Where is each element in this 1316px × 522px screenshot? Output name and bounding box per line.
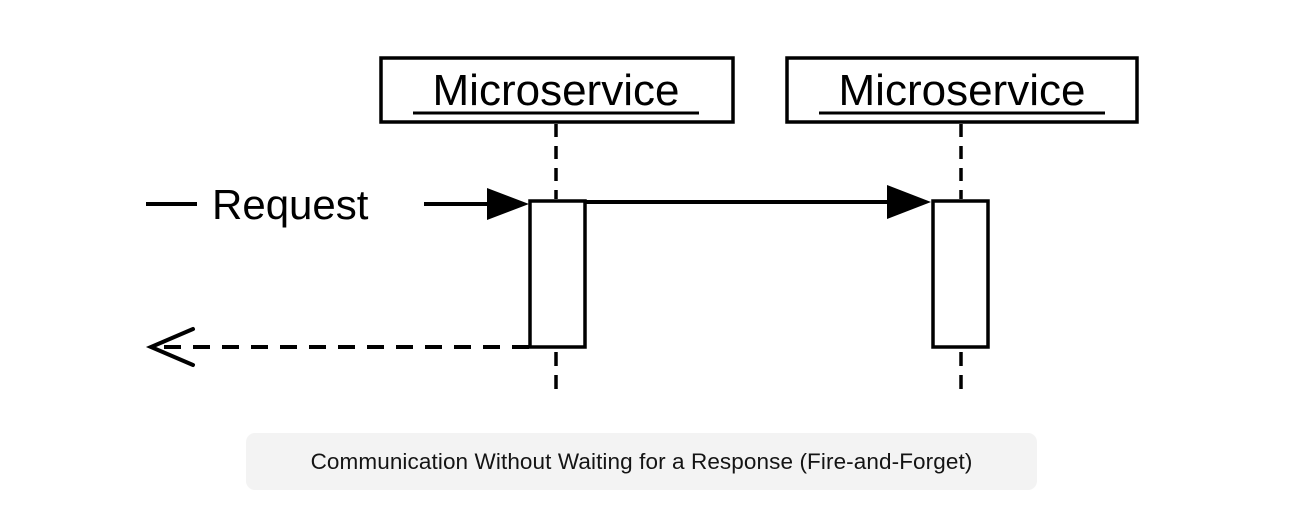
return-open-arrowhead-icon [145, 327, 195, 367]
request-message-label: Request [212, 181, 369, 228]
caption: Communication Without Waiting for a Resp… [246, 433, 1037, 490]
caption-text: Communication Without Waiting for a Resp… [310, 448, 973, 474]
request-arrowhead-icon [487, 188, 529, 220]
participant-box-right: Microservice [785, 56, 1139, 124]
fire-and-forget-arrowhead-icon [887, 185, 931, 219]
fire-and-forget-arrow [586, 185, 931, 219]
return-arrow [145, 327, 529, 367]
participant-box-left-rect [379, 56, 735, 124]
activation-bar-left [528, 199, 587, 349]
participant-box-left: Microservice [379, 56, 735, 124]
participant-box-right-label: Microservice [839, 66, 1086, 115]
participant-box-left-label: Microservice [433, 66, 680, 115]
activation-bar-right [931, 199, 990, 349]
participant-box-right-rect [785, 56, 1139, 124]
request-message: Request [146, 181, 529, 228]
